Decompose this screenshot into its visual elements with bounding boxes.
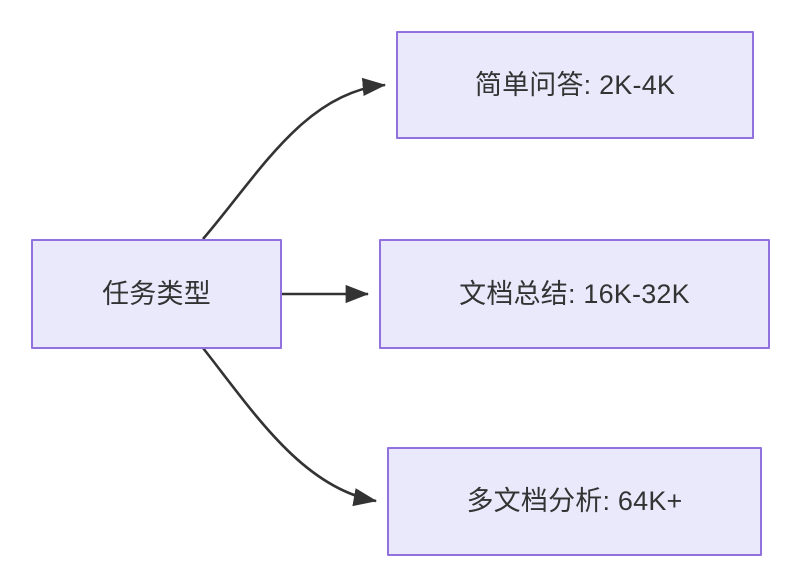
node-multi-document-analysis[interactable]: 多文档分析: 64K+ <box>387 447 762 556</box>
node-simple-qa[interactable]: 简单问答: 2K-4K <box>396 31 754 139</box>
node-task-type[interactable]: 任务类型 <box>31 239 282 349</box>
node-label: 文档总结: 16K-32K <box>459 278 690 309</box>
node-label: 多文档分析: 64K+ <box>466 486 683 517</box>
node-label: 简单问答: 2K-4K <box>474 69 676 100</box>
edge-source-to-target-1 <box>202 77 387 240</box>
edge-source-to-target-3 <box>201 347 378 507</box>
node-label: 任务类型 <box>102 278 211 309</box>
node-document-summary[interactable]: 文档总结: 16K-32K <box>379 239 770 349</box>
